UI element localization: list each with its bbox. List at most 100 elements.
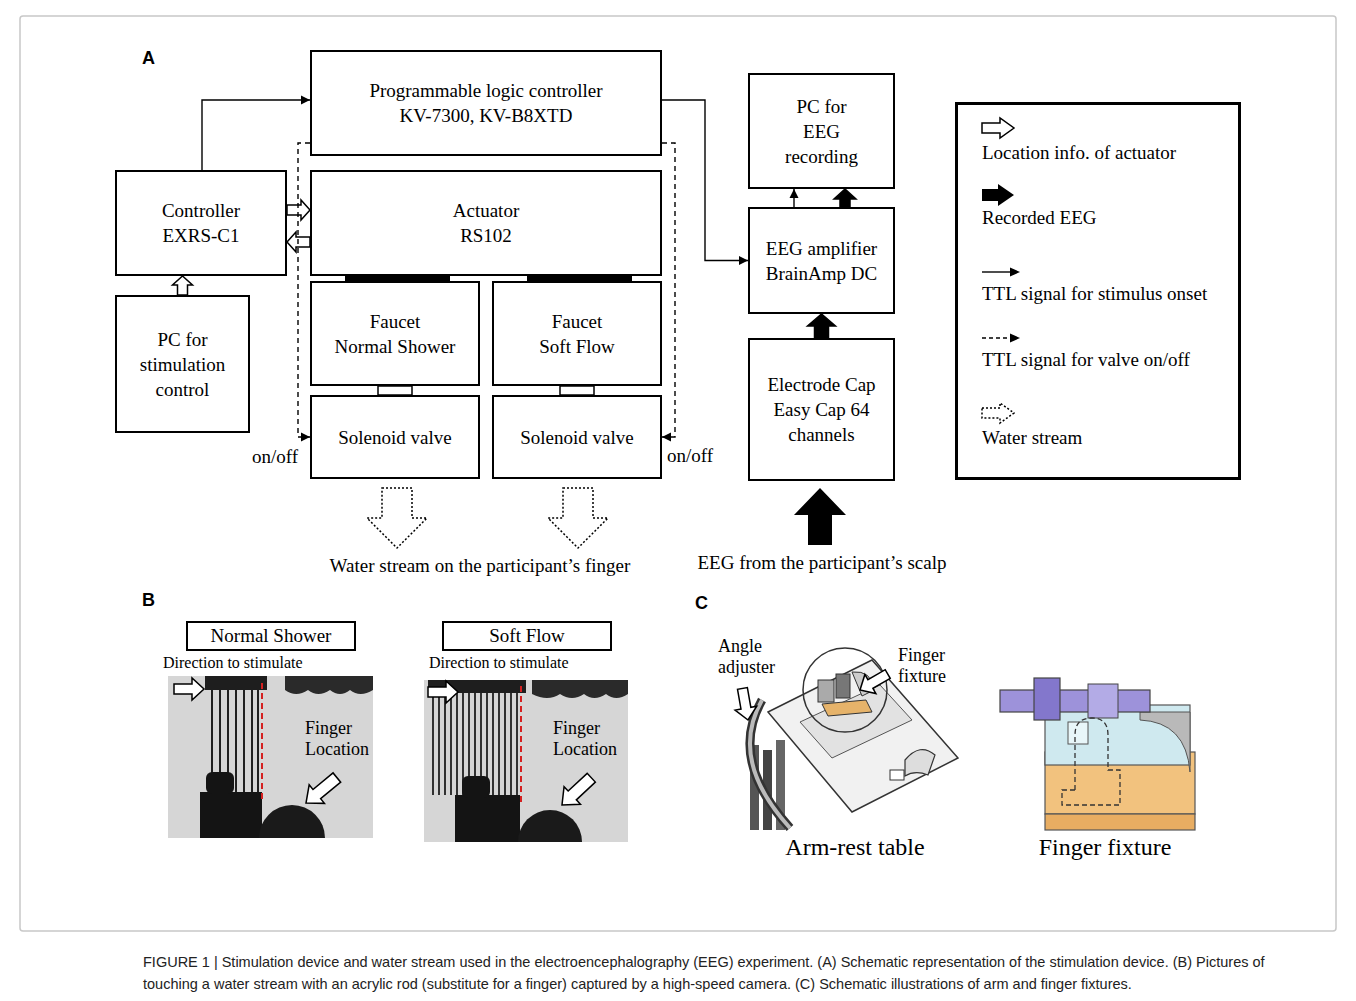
- connector: [560, 386, 594, 395]
- thin-arrow-sample: [982, 271, 1012, 272]
- node-text: Electrode Cap: [767, 372, 875, 397]
- arrow-head: [301, 433, 310, 442]
- finger-arrow: [298, 768, 344, 812]
- legend-text: TTL signal for stimulus onset: [982, 283, 1207, 305]
- finger-fixture-drawing: [1000, 678, 1195, 830]
- connector: [808, 314, 836, 338]
- valve-signal-line: [298, 143, 310, 437]
- device-box: ControllerEXRS-C1: [115, 170, 287, 276]
- eeg-input-arrow: [794, 488, 846, 545]
- dotted-arrow-sample: [982, 403, 1014, 423]
- location-arrow: [173, 276, 193, 295]
- legend-samples: [982, 118, 1020, 423]
- arrow-head: [662, 433, 671, 442]
- pipe-joint: [378, 386, 412, 395]
- node-text: EEG amplifier: [766, 236, 877, 261]
- drawing-title: Finger fixture: [1039, 834, 1172, 862]
- photo-label: Finger Location: [305, 718, 377, 759]
- valve-signal-line: [662, 143, 675, 437]
- thin-arrow-head: [1010, 268, 1020, 277]
- figure-caption: FIGURE 1 | Stimulation device and water …: [143, 951, 1323, 995]
- legend-text: Water stream: [982, 427, 1082, 449]
- input-label: EEG from the participant’s scalp: [697, 552, 946, 574]
- device-box: Electrode CapEasy Cap 64 channels: [748, 338, 895, 481]
- drawing-title: Arm-rest table: [785, 834, 924, 862]
- soft-flow-photo: [424, 680, 628, 842]
- device-box: PC for EEG recording: [748, 73, 895, 189]
- photo-label: Direction to stimulate: [429, 654, 569, 672]
- part-label: Angle adjuster: [718, 636, 793, 677]
- panel-letter: C: [695, 593, 708, 614]
- node-text: PC for EEG recording: [783, 94, 861, 169]
- device-box: Solenoid valve: [492, 395, 662, 479]
- device-box: Solenoid valve: [310, 395, 480, 479]
- connector: [790, 189, 799, 207]
- signal-label: on/off: [252, 446, 298, 468]
- direction-arrow: [174, 678, 204, 700]
- connector: [834, 189, 856, 207]
- figure-frame: [20, 16, 1336, 931]
- eeg-arrow: [808, 314, 836, 338]
- node-text: EXRS-C1: [162, 223, 239, 248]
- node-text: PC for stimulation control: [128, 327, 238, 402]
- device-box: FaucetNormal Shower: [310, 281, 480, 386]
- trigger-line: [662, 100, 748, 261]
- node-text: BrainAmp DC: [766, 261, 877, 286]
- device-box: ActuatorRS102: [310, 170, 662, 276]
- panel-title-box: Soft Flow: [442, 621, 612, 651]
- connector: [345, 278, 450, 279]
- connector: [173, 276, 193, 295]
- dashed-arrow-sample: [982, 337, 1012, 338]
- stream-label: Water stream on the participant’s finger: [330, 555, 631, 577]
- node-text: Solenoid valve: [520, 425, 633, 450]
- pipe-joint: [560, 386, 594, 395]
- arrow-head: [739, 256, 748, 265]
- node-text: Controller: [162, 198, 240, 223]
- dashed-arrow-head: [1010, 334, 1020, 343]
- part-label: Finger fixture: [898, 645, 960, 686]
- panel-letter: A: [142, 48, 155, 69]
- trigger-line: [202, 100, 310, 170]
- panel-letter: B: [142, 590, 155, 611]
- node-text: Easy Cap 64 channels: [759, 397, 884, 447]
- connector: [527, 278, 632, 279]
- node-text: Normal Shower: [211, 626, 332, 646]
- device-box: FaucetSoft Flow: [492, 281, 662, 386]
- finger-fixture-arrow: [855, 664, 894, 699]
- node-text: Soft Flow: [489, 626, 565, 646]
- node-text: Solenoid valve: [338, 425, 451, 450]
- node-text: Faucet: [552, 309, 603, 334]
- photo-label: Finger Location: [553, 718, 628, 759]
- device-box: Programmable logic controllerKV-7300, KV…: [310, 50, 662, 156]
- legend-text: Recorded EEG: [982, 207, 1096, 229]
- water-stream-arrow: [367, 488, 427, 548]
- connector: [378, 386, 412, 395]
- node-text: KV-7300, KV-B8XTD: [400, 103, 573, 128]
- direction-arrow: [428, 681, 458, 703]
- finger-arrow: [554, 769, 600, 814]
- panel-title-box: Normal Shower: [186, 621, 356, 651]
- arrow-head: [790, 189, 799, 198]
- signal-label: on/off: [667, 445, 713, 467]
- legend-text: Location info. of actuator: [982, 142, 1176, 164]
- black-arrow-sample: [982, 184, 1014, 206]
- legend-text: TTL signal for valve on/off: [982, 349, 1190, 371]
- arrow-head: [301, 96, 310, 105]
- hollow-arrow-sample: [982, 118, 1014, 138]
- connector: [298, 143, 310, 442]
- connector: [662, 143, 675, 442]
- device-box: EEG amplifierBrainAmp DC: [748, 207, 895, 314]
- node-text: Faucet: [370, 309, 421, 334]
- angle-adjuster-arrow: [732, 687, 759, 722]
- node-text: Normal Shower: [335, 334, 456, 359]
- node-text: Programmable logic controller: [369, 78, 602, 103]
- water-stream-arrow: [548, 488, 608, 548]
- node-text: Soft Flow: [539, 334, 615, 359]
- photo-label: Direction to stimulate: [163, 654, 303, 672]
- node-text: Actuator: [453, 198, 519, 223]
- eeg-arrow: [834, 189, 856, 207]
- device-box: PC for stimulation control: [115, 295, 250, 433]
- node-text: RS102: [460, 223, 512, 248]
- connector: [202, 96, 310, 171]
